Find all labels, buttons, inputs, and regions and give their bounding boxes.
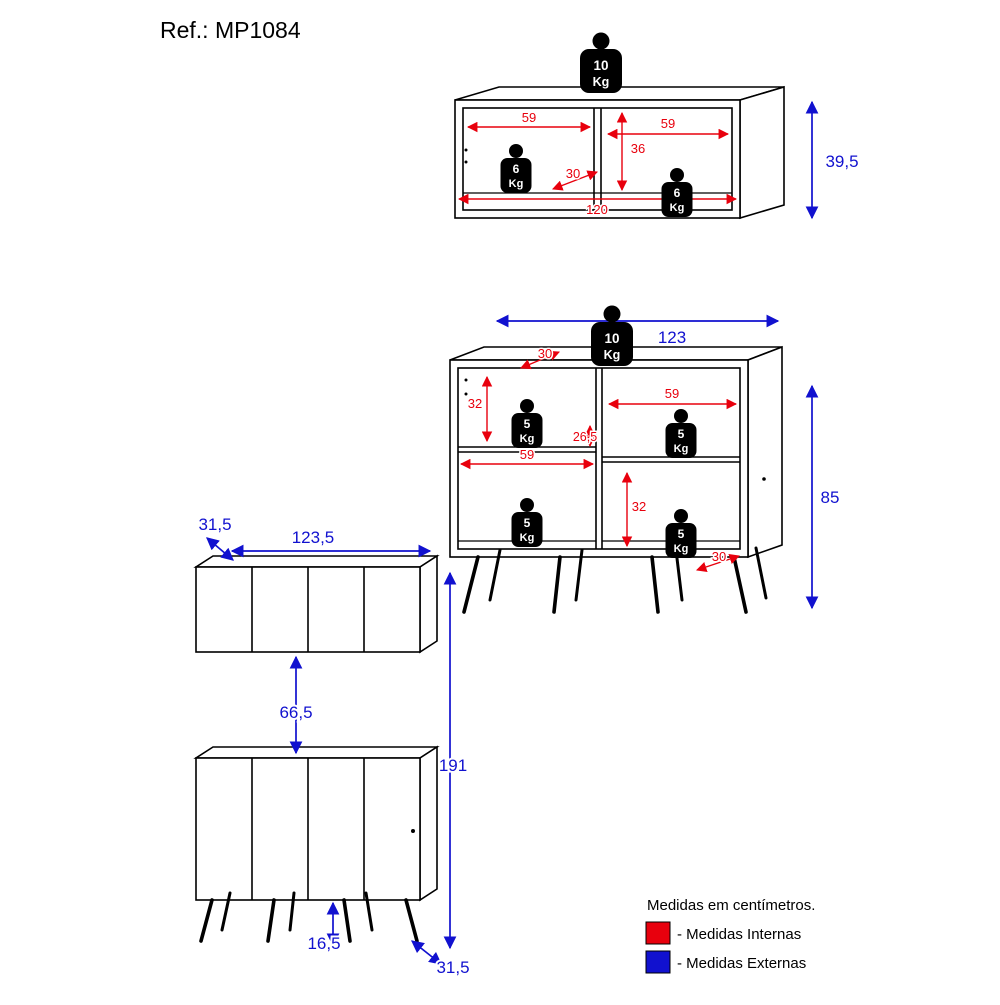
dim-lower-right-height: 32	[632, 499, 646, 514]
dim-leg-height: 16,5	[307, 934, 340, 953]
closed-cabinets-elevation: 31,5 123,5 66,5 191 16,5 31,5	[193, 513, 472, 979]
weight-unit: Kg	[670, 202, 685, 214]
base-cabinet-legs	[462, 546, 768, 614]
weight-6kg-icon: 6 Kg	[661, 168, 693, 217]
weight-value: 6	[674, 186, 681, 200]
dim-base-depth: 31,5	[436, 958, 469, 977]
weight-6kg-icon: 6 Kg	[500, 144, 532, 193]
base-cabinet-open-drawing: 123 30 32	[449, 305, 841, 614]
dim-upper-left-height: 32	[468, 396, 482, 411]
side-panel-dot	[762, 477, 766, 481]
dim-arrow	[206, 537, 234, 561]
weight-unit: Kg	[593, 75, 610, 89]
dim-ext-height: 85	[821, 488, 840, 507]
dim-wall-depth: 31,5	[198, 515, 231, 534]
hinge-hole-dot	[464, 160, 468, 164]
legend-internal-swatch	[645, 921, 671, 945]
weight-value: 5	[678, 527, 685, 541]
legend-external-label: - Medidas Externas	[677, 955, 806, 972]
wall-cabinet-open-drawing: 59 59 36 30 120 39,5 10 Kg 6 Kg	[454, 32, 861, 220]
closed-wall-top-face	[193, 555, 440, 568]
door-knob-dot	[411, 829, 415, 833]
base-cabinet-interior	[457, 367, 741, 550]
hinge-hole-dot	[464, 378, 468, 382]
dim-gap: 66,5	[279, 703, 312, 722]
weight-value: 5	[678, 427, 685, 441]
dim-top-depth: 30	[538, 346, 552, 361]
wall-cabinet-right-face	[739, 85, 785, 220]
weight-unit: Kg	[520, 532, 535, 544]
weight-unit: Kg	[604, 348, 621, 362]
weight-value: 5	[524, 516, 531, 530]
dim-lower-left-width: 59	[520, 447, 534, 462]
dim-ext-height: 39,5	[825, 152, 858, 171]
dim-right-width: 59	[661, 116, 675, 131]
dim-arrow	[696, 554, 740, 572]
wall-cabinet-external-dims: 39,5	[805, 100, 861, 220]
base-cabinet-internal-dims: 30 32 59 26,5 59 32 30	[459, 345, 740, 572]
dim-depth: 30	[566, 166, 580, 181]
legend: Medidas em centímetros. - Medidas Intern…	[645, 897, 815, 974]
weight-5kg-icon: 5 Kg	[511, 498, 543, 547]
dim-total-width: 120	[586, 202, 608, 217]
weight-5kg-icon: 5 Kg	[511, 399, 543, 448]
closed-base-legs	[199, 891, 419, 943]
legend-internal-label: - Medidas Internas	[677, 926, 801, 943]
closed-wall-right-face	[419, 554, 438, 654]
dim-bottom-depth: 30	[712, 549, 726, 564]
page-title: Ref.: MP1084	[160, 17, 301, 43]
weight-5kg-icon: 5 Kg	[665, 409, 697, 458]
weight-value: 5	[524, 417, 531, 431]
hinge-hole-dot	[464, 148, 468, 152]
weight-unit: Kg	[509, 178, 524, 190]
closed-set-external-dims: 31,5 123,5 66,5 191 16,5 31,5	[196, 513, 471, 979]
hinge-hole-dot	[464, 392, 468, 396]
base-cabinet-right-face	[747, 345, 783, 559]
weight-unit: Kg	[674, 543, 689, 555]
dim-arrow	[520, 350, 560, 370]
dim-arrow	[552, 170, 598, 191]
closed-base-top-face	[193, 746, 440, 759]
dim-inner-height: 36	[631, 141, 645, 156]
weight-10kg-icon: 10 Kg	[580, 32, 622, 93]
weight-unit: Kg	[674, 443, 689, 455]
weight-value: 10	[604, 331, 619, 346]
weight-value: 6	[513, 162, 520, 176]
weight-5kg-icon: 5 Kg	[665, 509, 697, 558]
weight-10kg-icon: 10 Kg	[591, 305, 633, 366]
weight-unit: Kg	[520, 433, 535, 445]
legend-heading: Medidas em centímetros.	[647, 897, 815, 914]
dim-left-width: 59	[522, 110, 536, 125]
dim-upper-right-width: 59	[665, 386, 679, 401]
dim-total-height: 191	[439, 756, 467, 775]
base-cabinet-external-dims: 85	[805, 384, 841, 610]
dim-shelf-gap: 26,5	[573, 430, 597, 444]
dim-wall-width: 123,5	[292, 528, 335, 547]
closed-base-right-face	[419, 745, 438, 902]
dim-ext-width: 123	[658, 328, 686, 347]
dim-arrow	[411, 940, 442, 965]
legend-external-swatch	[645, 950, 671, 974]
weight-value: 10	[593, 58, 608, 73]
